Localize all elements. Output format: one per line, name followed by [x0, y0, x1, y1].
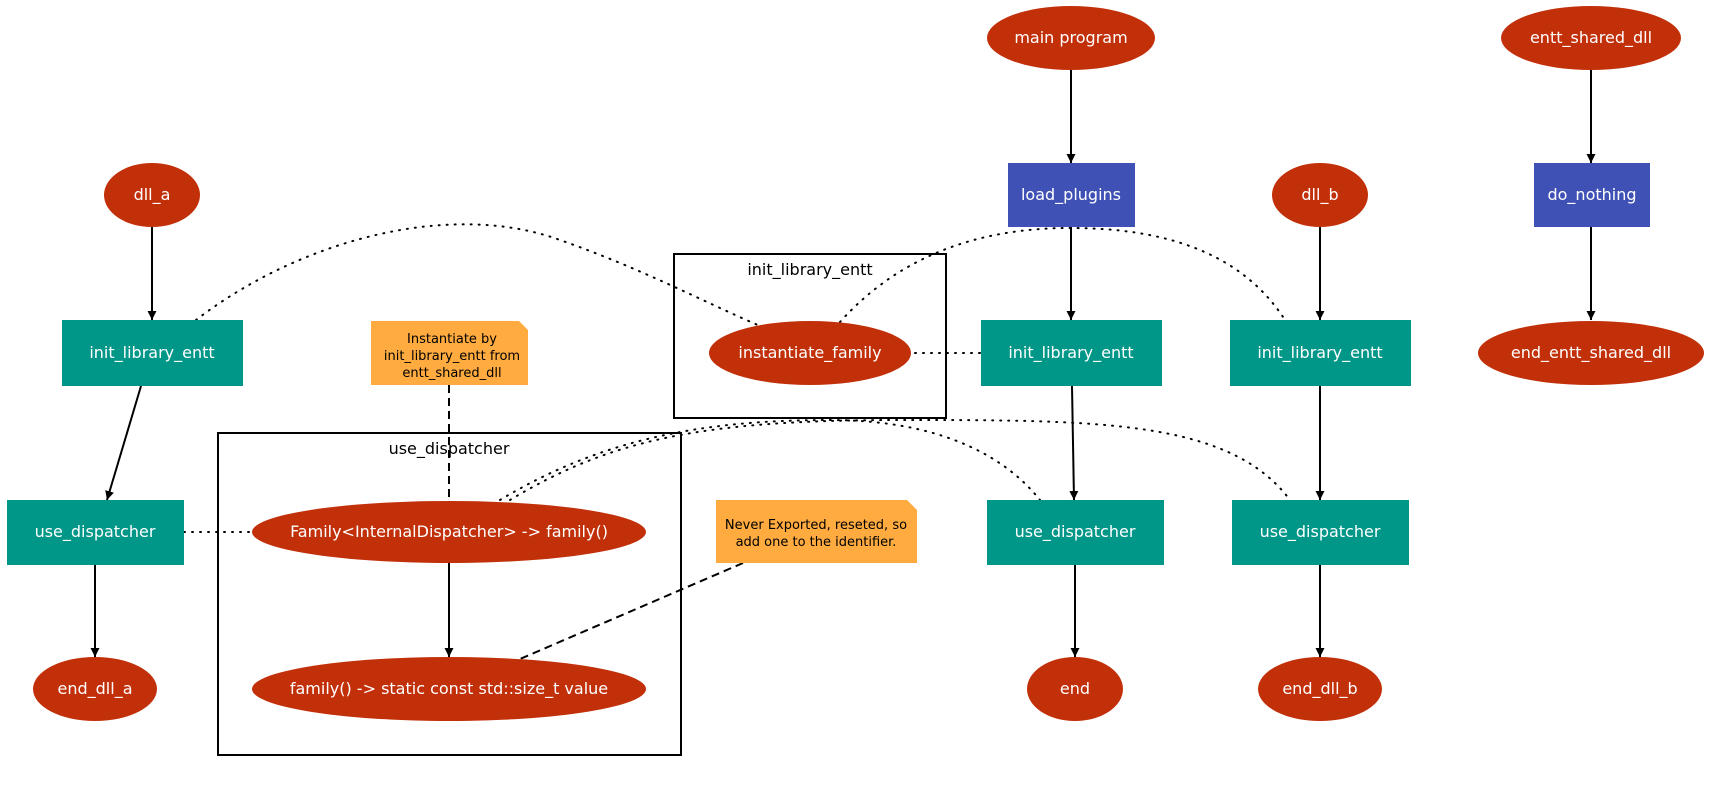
dotted-family-usemain [499, 418, 1041, 501]
node-use-a-shape [7, 500, 184, 565]
node-end-shape [1027, 657, 1123, 721]
node-init-main-label: init_library_entt [1008, 343, 1133, 363]
node-init-b: init_library_entt [1230, 320, 1411, 386]
node-end-dll-a-label: end_dll_a [58, 679, 133, 699]
node-instantiate-family-shape [709, 321, 911, 385]
node-instantiate-family: instantiate_family [709, 321, 911, 385]
node-instantiate-family-label: instantiate_family [738, 343, 881, 363]
node-init-b-shape [1230, 320, 1411, 386]
node-family-fn-label: Family<InternalDispatcher> -> family() [290, 522, 608, 541]
edge-initmain-to-use [1069, 385, 1079, 501]
node-end-dll-a-shape [33, 657, 157, 721]
node-family-fn: Family<InternalDispatcher> -> family() [252, 501, 646, 563]
init-library-entt-cluster: init_library_entt [673, 253, 947, 419]
note-exported-shape [716, 500, 917, 563]
use-cluster-label: use_dispatcher [389, 439, 510, 459]
note-instantiate-line-1: Instantiate by [407, 332, 497, 347]
note-instantiate-line-3: entt_shared_dll [402, 366, 501, 381]
dashed-edges [448, 385, 744, 660]
node-use-b-label: use_dispatcher [1260, 522, 1381, 542]
node-family-value-label: family() -> static const std::size_t val… [290, 679, 608, 699]
node-end-dll-b-shape [1258, 657, 1382, 721]
node-load-plugins: load_plugins [1008, 163, 1135, 227]
dotted-edges [183, 223, 1291, 533]
node-init-a-label: init_library_entt [89, 343, 214, 363]
node-init-a-shape [62, 320, 243, 386]
node-end-dll-b: end_dll_b [1258, 657, 1382, 721]
node-end-entt-shared-dll: end_entt_shared_dll [1478, 321, 1704, 385]
node-init-main: init_library_entt [981, 320, 1162, 386]
node-dll-b-label: dll_b [1301, 185, 1338, 205]
node-end-dll-a: end_dll_a [33, 657, 157, 721]
node-use-a-label: use_dispatcher [35, 522, 156, 542]
node-dll-b: dll_b [1272, 163, 1368, 227]
solid-edges [90, 70, 1596, 657]
note-exported-line-2: add one to the identifier. [736, 535, 897, 550]
node-load-plugins-shape [1008, 163, 1135, 227]
node-use-main-label: use_dispatcher [1015, 522, 1136, 542]
node-main-program-label: main program [1014, 28, 1127, 47]
node-main-program-shape [987, 6, 1155, 70]
edge-inita-to-use [105, 385, 142, 501]
node-do-nothing-shape [1534, 163, 1650, 227]
node-entt-shared-dll-label: entt_shared_dll [1530, 28, 1652, 48]
node-end-entt-shared-dll-shape [1478, 321, 1704, 385]
note-exported-line-1: Never Exported, reseted, so [725, 518, 907, 533]
node-family-value: family() -> static const std::size_t val… [252, 657, 646, 721]
node-entt-shared-dll: entt_shared_dll [1501, 6, 1681, 70]
note-exported: Never Exported, reseted, so add one to t… [716, 500, 917, 563]
node-family-fn-shape [252, 501, 646, 563]
node-do-nothing-label: do_nothing [1547, 185, 1636, 205]
node-init-main-shape [981, 320, 1162, 386]
node-main-program: main program [987, 6, 1155, 70]
node-use-b: use_dispatcher [1232, 500, 1409, 565]
node-dll-a-label: dll_a [134, 185, 171, 205]
node-entt-shared-dll-shape [1501, 6, 1681, 70]
node-load-plugins-label: load_plugins [1021, 185, 1121, 205]
node-init-a: init_library_entt [62, 320, 243, 386]
node-dll-b-shape [1272, 163, 1368, 227]
node-end: end [1027, 657, 1123, 721]
node-end-dll-b-label: end_dll_b [1282, 679, 1357, 699]
note-instantiate-shape [371, 321, 528, 385]
dashed-note-to-value [519, 562, 744, 660]
node-use-b-shape [1232, 500, 1409, 565]
dotted-instantiate-initb [839, 226, 1286, 323]
node-use-main-shape [987, 500, 1164, 565]
node-end-entt-shared-dll-label: end_entt_shared_dll [1511, 343, 1671, 363]
note-instantiate-line-2: init_library_entt from [384, 349, 520, 364]
node-init-b-label: init_library_entt [1257, 343, 1382, 363]
note-instantiate: Instantiate by init_library_entt from en… [371, 321, 528, 385]
node-use-main: use_dispatcher [987, 500, 1164, 565]
node-family-value-shape [252, 657, 646, 721]
node-use-a: use_dispatcher [7, 500, 184, 565]
use-dispatcher-cluster: use_dispatcher [217, 432, 682, 756]
dotted-inita-instantiate [195, 223, 761, 327]
node-do-nothing: do_nothing [1534, 163, 1650, 227]
node-end-label: end [1060, 679, 1090, 698]
node-dll-a-shape [104, 163, 200, 227]
init-cluster-label: init_library_entt [747, 260, 872, 280]
node-dll-a: dll_a [104, 163, 200, 227]
